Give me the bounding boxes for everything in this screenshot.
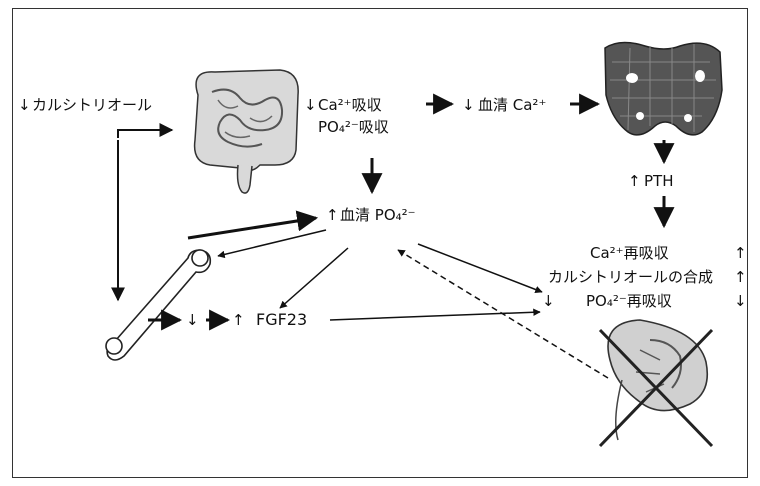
bone-icon — [106, 250, 210, 360]
ca-absorb-down-arrow: ↓ — [304, 96, 317, 114]
calcitriol-down-arrow: ↓ — [18, 96, 31, 114]
po4-reabsorb-label: PO₄²⁻再吸収 — [586, 292, 672, 310]
po4-absorption-label: PO₄²⁻吸収 — [318, 118, 389, 136]
ca-absorption-label: Ca²⁺吸収 — [318, 96, 382, 114]
ca-reabsorb-label: Ca²⁺再吸収 — [590, 244, 669, 262]
calcitriol-label: カルシトリオール — [32, 96, 152, 114]
serum-ca-label: 血清 Ca²⁺ — [478, 96, 546, 114]
intestine-icon — [195, 70, 299, 193]
kidney-down-arrow: ↓ — [542, 292, 555, 310]
pth-up-arrow: ↑ — [628, 172, 641, 190]
serum-ca-down-arrow: ↓ — [462, 96, 475, 114]
kidney-icon — [600, 320, 712, 446]
calcitriol-synthesis-label: カルシトリオールの合成 — [548, 268, 713, 286]
fgf23-label: FGF23 — [256, 311, 307, 329]
calcitriol-synthesis-up-arrow: ↑ — [734, 268, 747, 286]
pth-label: PTH — [644, 172, 674, 190]
serum-po4-label: 血清 PO₄²⁻ — [340, 206, 416, 224]
fgf23-down-arrow: ↓ — [186, 311, 199, 329]
serum-po4-up-arrow: ↑ — [326, 206, 339, 224]
po4-reabsorb-down-arrow: ↓ — [734, 292, 747, 310]
fgf23-up-arrow: ↑ — [232, 311, 245, 329]
parathyroid-icon — [605, 42, 722, 134]
ca-reabsorb-up-arrow: ↑ — [734, 244, 747, 262]
